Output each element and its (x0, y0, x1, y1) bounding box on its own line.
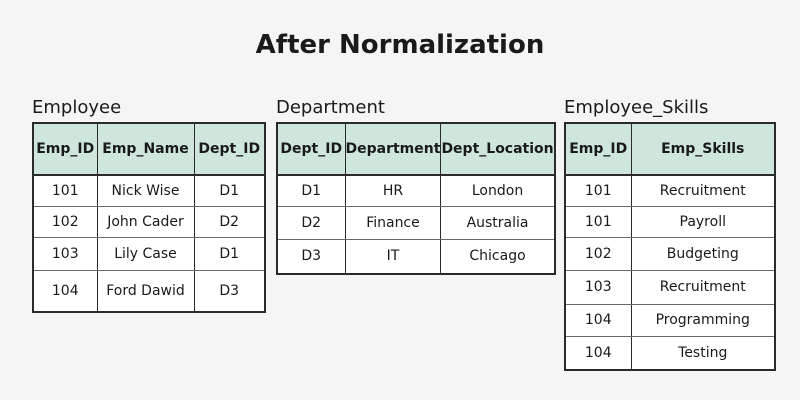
table-header-row: Emp_ID Emp_Name Dept_ID (32, 123, 266, 176)
table-row: 103 Lily Case D1 (32, 237, 266, 271)
table-cell: Testing (630, 336, 776, 371)
table-row: D1 HR London (276, 175, 556, 207)
table-cell: 103 (564, 270, 632, 305)
table-cell: 104 (564, 336, 632, 371)
table-cell: Nick Wise (96, 175, 195, 207)
table-cell: Recruitment (630, 270, 776, 305)
column-header: Dept_ID (276, 123, 346, 176)
column-header: Emp_ID (32, 123, 98, 176)
table-cell: HR (344, 175, 442, 207)
department-table: Dept_ID Department Dept_Location D1 HR L… (276, 122, 556, 275)
column-header: Department (344, 123, 442, 176)
table-row: 102 Budgeting (564, 237, 776, 271)
column-header: Emp_Name (96, 123, 195, 176)
table-row: 101 Nick Wise D1 (32, 175, 266, 207)
table-cell: John Cader (96, 206, 195, 238)
table-header-row: Dept_ID Department Dept_Location (276, 123, 556, 176)
table-cell: Budgeting (630, 237, 776, 271)
column-header: Emp_Skills (630, 123, 776, 176)
table-cell: 101 (564, 206, 632, 238)
table-cell: D2 (276, 206, 346, 240)
table-row: 104 Programming (564, 304, 776, 337)
table-row: 103 Recruitment (564, 270, 776, 305)
table-cell: 104 (564, 304, 632, 337)
department-table-title: Department (276, 97, 385, 118)
table-row: D3 IT Chicago (276, 239, 556, 275)
employee-table-block: Employee Emp_ID Emp_Name Dept_ID 101 Nic… (32, 97, 266, 313)
table-cell: 104 (32, 270, 98, 313)
column-header: Emp_ID (564, 123, 632, 176)
table-row: 104 Ford Dawid D3 (32, 270, 266, 313)
department-table-block: Department Dept_ID Department Dept_Locat… (276, 97, 556, 275)
column-header: Dept_Location (440, 123, 556, 176)
table-cell: London (440, 175, 556, 207)
employee-table-title: Employee (32, 97, 122, 118)
table-cell: D3 (276, 239, 346, 275)
table-cell: 102 (564, 237, 632, 271)
table-cell: 101 (564, 175, 632, 207)
table-header-row: Emp_ID Emp_Skills (564, 123, 776, 176)
table-cell: Lily Case (96, 237, 195, 271)
table-cell: Australia (440, 206, 556, 240)
table-cell: 101 (32, 175, 98, 207)
employee-skills-table-title: Employee_Skills (564, 97, 709, 118)
employee-skills-table: Emp_ID Emp_Skills 101 Recruitment 101 Pa… (564, 122, 776, 371)
table-cell: D2 (193, 206, 266, 238)
table-cell: D1 (193, 237, 266, 271)
employee-skills-table-block: Employee_Skills Emp_ID Emp_Skills 101 Re… (564, 97, 776, 371)
table-cell: D3 (193, 270, 266, 313)
table-row: 101 Recruitment (564, 175, 776, 207)
table-cell: Ford Dawid (96, 270, 195, 313)
table-row: D2 Finance Australia (276, 206, 556, 240)
table-cell: D1 (193, 175, 266, 207)
table-cell: Chicago (440, 239, 556, 275)
table-cell: 102 (32, 206, 98, 238)
table-cell: Programming (630, 304, 776, 337)
page-title: After Normalization (255, 30, 545, 60)
table-row: 102 John Cader D2 (32, 206, 266, 238)
column-header: Dept_ID (193, 123, 266, 176)
table-row: 101 Payroll (564, 206, 776, 238)
table-cell: Finance (344, 206, 442, 240)
table-cell: 103 (32, 237, 98, 271)
table-cell: D1 (276, 175, 346, 207)
table-cell: Recruitment (630, 175, 776, 207)
table-row: 104 Testing (564, 336, 776, 371)
table-cell: Payroll (630, 206, 776, 238)
table-cell: IT (344, 239, 442, 275)
employee-table: Emp_ID Emp_Name Dept_ID 101 Nick Wise D1… (32, 122, 266, 313)
